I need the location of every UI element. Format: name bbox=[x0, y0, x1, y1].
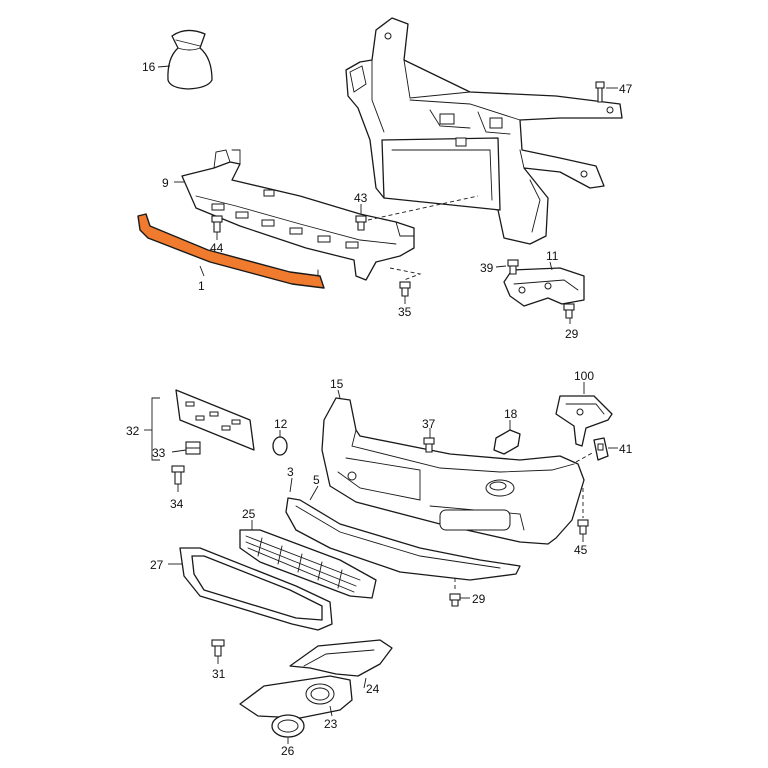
label-11[interactable]: 11 bbox=[546, 249, 559, 263]
label-26[interactable]: 26 bbox=[281, 744, 295, 758]
part-34-screw[interactable] bbox=[171, 465, 185, 485]
label-25[interactable]: 25 bbox=[242, 507, 256, 521]
label-9[interactable]: 9 bbox=[162, 176, 169, 190]
label-16[interactable]: 16 bbox=[142, 60, 156, 74]
label-29-upper[interactable]: 29 bbox=[565, 327, 579, 341]
part-47-bolt[interactable] bbox=[595, 81, 605, 103]
label-27[interactable]: 27 bbox=[150, 558, 164, 572]
leader-1 bbox=[199, 265, 205, 277]
label-47[interactable]: 47 bbox=[619, 82, 633, 96]
label-37[interactable]: 37 bbox=[422, 417, 436, 431]
leader-11 bbox=[549, 261, 553, 271]
part-16-bag[interactable] bbox=[167, 29, 213, 90]
part-33-nut[interactable] bbox=[185, 441, 201, 455]
part-26-ring[interactable] bbox=[271, 714, 305, 738]
label-100[interactable]: 100 bbox=[574, 369, 594, 383]
leader-16 bbox=[157, 65, 171, 68]
leader-24 bbox=[363, 677, 367, 689]
part-24-trim[interactable] bbox=[289, 639, 393, 677]
part-27-frame[interactable] bbox=[179, 547, 333, 631]
leader-3 bbox=[289, 477, 293, 493]
part-11-bracket[interactable] bbox=[503, 267, 585, 307]
dashed-line-35 bbox=[389, 267, 422, 281]
dashed-line-43 bbox=[367, 195, 479, 221]
leader-33 bbox=[171, 449, 187, 453]
label-34[interactable]: 34 bbox=[170, 497, 184, 511]
part-37-bolt[interactable] bbox=[423, 437, 435, 453]
label-43[interactable]: 43 bbox=[354, 191, 368, 205]
part-12-plug[interactable] bbox=[272, 436, 288, 456]
part-9-impact-bar[interactable] bbox=[181, 149, 415, 281]
part-100-bracket[interactable] bbox=[555, 395, 613, 447]
leader-5 bbox=[309, 485, 319, 501]
label-24[interactable]: 24 bbox=[366, 682, 380, 696]
part-45-bolt[interactable] bbox=[577, 519, 589, 535]
part-5-spoiler[interactable] bbox=[285, 497, 521, 581]
leader-39 bbox=[495, 265, 507, 268]
part-18-cap[interactable] bbox=[493, 429, 521, 455]
part-43-bolt[interactable] bbox=[355, 215, 367, 231]
label-12[interactable]: 12 bbox=[274, 417, 288, 431]
label-31[interactable]: 31 bbox=[212, 667, 226, 681]
part-32-plate-bracket[interactable] bbox=[175, 389, 255, 451]
label-29-lower[interactable]: 29 bbox=[472, 592, 486, 606]
label-35[interactable]: 35 bbox=[398, 305, 412, 319]
label-44[interactable]: 44 bbox=[210, 241, 224, 255]
part-25-grille[interactable] bbox=[239, 529, 377, 599]
label-45[interactable]: 45 bbox=[574, 543, 588, 557]
part-41-clip[interactable] bbox=[593, 437, 609, 461]
radiator-support[interactable] bbox=[345, 17, 623, 245]
part-35-bolt[interactable] bbox=[399, 281, 411, 297]
part-44-bolt[interactable] bbox=[211, 215, 223, 233]
part-29-upper-bolt[interactable] bbox=[563, 303, 575, 319]
leader-15 bbox=[337, 389, 341, 399]
part-23-fog-trim[interactable] bbox=[239, 675, 353, 719]
label-32[interactable]: 32 bbox=[126, 424, 140, 438]
label-15[interactable]: 15 bbox=[330, 377, 344, 391]
part-1-energy-absorber[interactable] bbox=[137, 213, 325, 289]
label-33[interactable]: 33 bbox=[152, 446, 166, 460]
label-3[interactable]: 3 bbox=[287, 465, 294, 479]
label-41[interactable]: 41 bbox=[619, 442, 633, 456]
part-31-screw[interactable] bbox=[211, 639, 225, 657]
part-39-clip[interactable] bbox=[507, 259, 519, 275]
dashed-line-41 bbox=[575, 451, 595, 463]
label-39[interactable]: 39 bbox=[480, 261, 494, 275]
bracket-32 bbox=[151, 397, 160, 461]
label-23[interactable]: 23 bbox=[324, 717, 338, 731]
label-18[interactable]: 18 bbox=[504, 407, 518, 421]
part-29-lower-bolt[interactable] bbox=[449, 593, 461, 607]
leader-23 bbox=[329, 705, 333, 717]
label-5[interactable]: 5 bbox=[313, 473, 320, 487]
part-15-bumper-cover[interactable] bbox=[321, 397, 585, 545]
label-1[interactable]: 1 bbox=[198, 279, 205, 293]
